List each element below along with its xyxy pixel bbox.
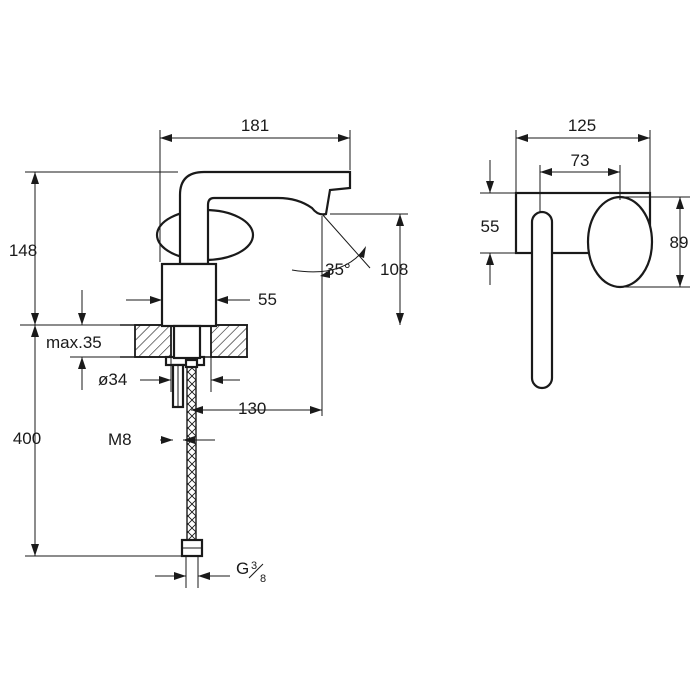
- dim-g-numerator: 3: [251, 560, 257, 572]
- dim-g-label: G: [236, 559, 249, 578]
- side-view: 125 73 55 89: [480, 116, 690, 390]
- spout: [178, 170, 352, 266]
- dim-89-label: 89: [670, 233, 689, 252]
- dim-hole-diameter: ø34: [98, 357, 240, 392]
- front-view: 181 148 108 35°: [9, 116, 408, 588]
- dim-side-height: 89: [620, 196, 690, 288]
- flexible-hose: [186, 364, 197, 541]
- side-spout: [530, 210, 554, 390]
- mixer-body: [160, 262, 218, 328]
- dim-side-55-label: 55: [481, 217, 500, 236]
- dim-g-denominator: 8: [260, 573, 266, 585]
- dim-side-depth: 125: [515, 116, 651, 193]
- dim-side-offset: 73: [539, 151, 621, 212]
- dim-55-label: 55: [258, 290, 277, 309]
- dim-hose-length: 400: [13, 325, 182, 557]
- dim-max-thickness: max.35: [20, 290, 135, 390]
- dim-total-height: 148: [9, 171, 178, 325]
- dim-73-label: 73: [571, 151, 590, 170]
- side-handle-knob: [586, 195, 654, 289]
- dim-reach: 130: [191, 216, 323, 418]
- dim-spout-height: 108: [330, 213, 408, 325]
- dim-125-label: 125: [568, 116, 596, 135]
- dim-o34-label: ø34: [98, 370, 127, 389]
- dim-total-width: 181: [159, 116, 351, 262]
- dim-side-body: 55: [480, 160, 516, 285]
- dim-connection-thread: G 3 8: [155, 556, 266, 588]
- dim-181-label: 181: [241, 116, 269, 135]
- dim-thread-bolt: M8: [108, 430, 215, 449]
- dim-body-diameter: 55: [126, 290, 277, 309]
- dim-angle: 35°: [291, 213, 371, 279]
- dim-max35-label: max.35: [46, 333, 102, 352]
- dim-130-label: 130: [238, 399, 266, 418]
- dim-35-label: 35°: [325, 260, 351, 279]
- dim-400-label: 400: [13, 429, 41, 448]
- dim-148-label: 148: [9, 241, 37, 260]
- dim-m8-label: M8: [108, 430, 132, 449]
- dim-108-label: 108: [380, 260, 408, 279]
